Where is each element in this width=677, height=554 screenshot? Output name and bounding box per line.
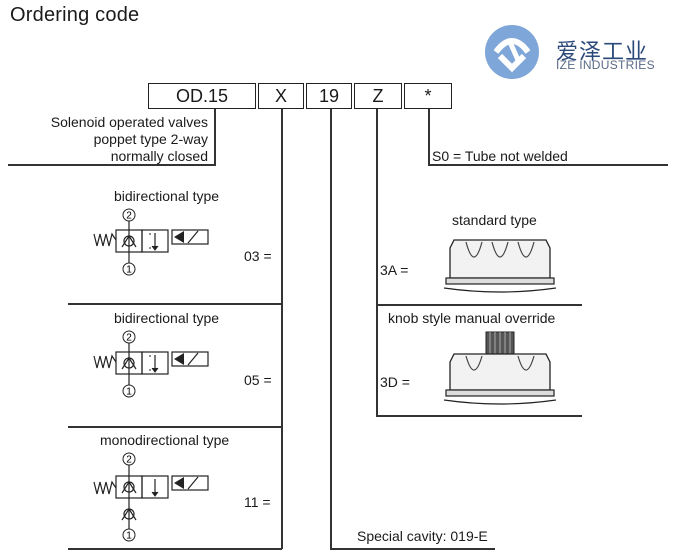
company-logo-icon [485,25,539,79]
port-label-1: 1 [126,531,132,542]
port-label-2: 2 [126,333,132,344]
connector-function [281,109,283,549]
knob-code-3D: 3D = [380,374,410,390]
description-line-3: normally closed [110,148,208,164]
divider-option-2 [68,426,282,428]
option-type-11: monodirectional type [100,432,230,448]
valve-symbol-11-icon: 2 1 [93,452,209,542]
option-code-05: 05 = [244,372,272,388]
cavity-label: Special cavity: 019-E [357,528,488,544]
port-label-1: 1 [126,265,132,276]
port-label-2: 2 [126,455,132,466]
knob-type-3A: standard type [452,212,537,228]
divider-cavity [330,548,495,550]
port-label-1: 1 [126,387,132,398]
description-line-2: poppet type 2-way [93,131,208,147]
knob-type-3D: knob style manual override [388,310,556,326]
divider-knob-1 [376,304,582,306]
connector-option [428,109,430,165]
code-box-cavity: 19 [306,83,352,109]
knob-code-3A: 3A = [380,262,409,278]
code-box-model: OD.15 [148,83,256,109]
divider-option-3 [68,548,282,550]
logo-text-en: IZE INDUSTRIES [556,58,655,72]
divider-description [8,164,216,166]
divider-knob-2 [376,415,582,417]
code-box-option: * [404,83,452,109]
knob-standard-icon [443,239,557,293]
valve-symbol-05-icon: 2 1 [93,330,209,398]
code-box-knob: Z [354,83,402,109]
divider-option-1 [68,303,282,305]
option-code-11: 11 = [244,494,271,510]
port-label-2: 2 [126,211,132,222]
code-box-function: X [258,83,304,109]
option-type-03: bidirectional type [114,188,220,204]
valve-symbol-03-icon: 2 1 [93,208,209,276]
option-type-05: bidirectional type [114,310,220,326]
logo-text-cn: 爱泽工业 [556,40,649,65]
page-title: Ordering code [10,4,140,26]
tube-option-label: S0 = Tube not welded [432,148,568,164]
connector-knob [376,109,378,416]
description-line-1: Solenoid operated valves [50,114,208,130]
connector-cavity [330,109,332,549]
divider-option [428,164,668,166]
knob-override-icon [443,331,557,405]
option-code-03: 03 = [244,248,272,264]
connector-model [214,109,216,165]
